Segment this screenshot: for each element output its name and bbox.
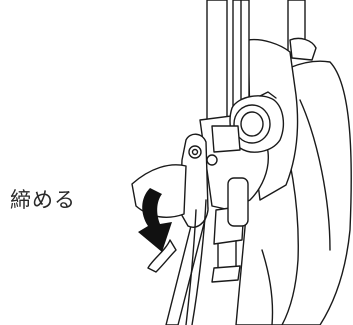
tighten-arrow (138, 188, 172, 252)
instruction-label: 締める (10, 188, 76, 212)
lock-lever (179, 133, 209, 228)
side-cylinder (227, 177, 249, 227)
